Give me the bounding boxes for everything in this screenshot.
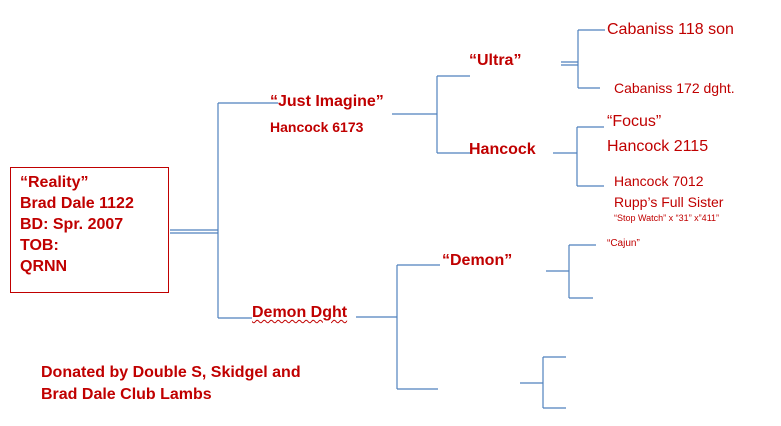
ultra-sire-name: Cabaniss 118 son bbox=[607, 21, 734, 38]
donation-line-2: Brad Dale Club Lambs bbox=[41, 386, 212, 403]
sire-id: Hancock 6173 bbox=[270, 119, 364, 135]
ultra-dam-name: Cabaniss 172 dght. bbox=[614, 80, 735, 96]
hancock-sire-name: “Focus” bbox=[607, 113, 662, 130]
subject-box: “Reality” Brad Dale 1122 BD: Spr. 2007 T… bbox=[10, 167, 169, 293]
dam-name: Demon Dght bbox=[252, 304, 347, 322]
hancock-dam-id: Hancock 7012 bbox=[614, 173, 704, 189]
paternal-granddam-name: Hancock bbox=[469, 141, 536, 158]
subject-birth-date: BD: Spr. 2007 bbox=[20, 216, 124, 233]
hancock-sire-id: Hancock 2115 bbox=[607, 138, 709, 155]
hancock-dam-note: Rupp’s Full Sister bbox=[614, 194, 724, 210]
subject-name: Brad Dale 1122 bbox=[20, 195, 134, 212]
dam-name-text: Demon Dght bbox=[252, 304, 348, 321]
hancock-dam-lineage: “Stop Watch” x “31” x”411” bbox=[614, 213, 720, 223]
subject-tob: TOB: bbox=[20, 237, 59, 254]
subject-nickname: “Reality” bbox=[20, 174, 89, 191]
donation-line-1: Donated by Double S, Skidgel and bbox=[41, 364, 301, 381]
maternal-grandsire-name: “Demon” bbox=[442, 252, 513, 269]
paternal-grandsire-name: “Ultra” bbox=[469, 52, 522, 69]
subject-genotype: QRNN bbox=[20, 258, 68, 275]
sire-name: “Just Imagine” bbox=[270, 93, 384, 110]
demon-sire-name: “Cajun” bbox=[607, 238, 640, 249]
ultra-dam-text: Cabaniss 172 dght. bbox=[614, 80, 735, 96]
